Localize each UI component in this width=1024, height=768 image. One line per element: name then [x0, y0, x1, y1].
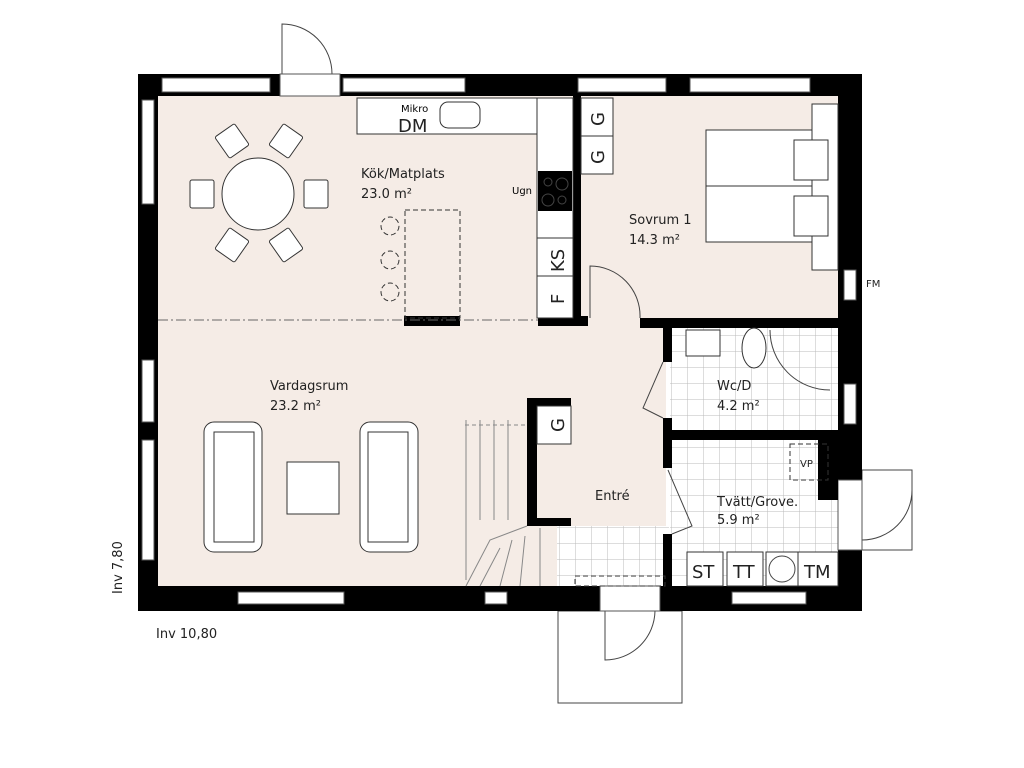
- meter-label: FM: [866, 279, 880, 290]
- entrance-name: Entré: [595, 489, 630, 504]
- floor-entrance-tiles: [557, 526, 669, 586]
- floor-entrance: [570, 320, 666, 530]
- drying-cabinet-label: ST: [692, 562, 715, 583]
- stool: [380, 250, 400, 270]
- living-area: 23.2 m²: [270, 399, 321, 414]
- laundry-appliances: [686, 551, 839, 587]
- interior-walls: [404, 96, 838, 586]
- dishwasher-label: DM: [398, 116, 427, 137]
- wc-name: Wc/D: [717, 379, 751, 394]
- microwave-label: Mikro: [401, 104, 428, 115]
- laundry-area: 5.9 m²: [717, 513, 760, 528]
- washing-machine-label: TM: [803, 562, 831, 583]
- laundry-name: Tvätt/Grove.: [716, 495, 798, 510]
- shoe-shelf: [574, 575, 666, 587]
- kitchen-area: 23.0 m²: [361, 187, 412, 202]
- double-bed: [705, 103, 839, 271]
- kitchen-counter: [356, 97, 574, 319]
- toilet: [741, 327, 767, 369]
- wardrobe-label-2: G: [588, 150, 609, 164]
- front-door-swing: [604, 610, 656, 661]
- fridge-label: KS: [548, 249, 569, 272]
- freezer-label: F: [548, 294, 569, 304]
- width-dimension: Inv 10,80: [156, 627, 217, 642]
- living-name: Vardagsrum: [270, 379, 348, 394]
- heat-pump-label: VP: [800, 459, 813, 470]
- heat-pump: [789, 443, 829, 481]
- wardrobe-label-3: G: [548, 418, 569, 432]
- bedroom-area: 14.3 m²: [629, 233, 680, 248]
- stool: [380, 216, 400, 236]
- kitchen-island: [404, 209, 461, 319]
- stool: [380, 282, 400, 302]
- sink: [685, 329, 721, 357]
- dining-table: [189, 123, 329, 263]
- kitchen-name: Kök/Matplats: [361, 167, 445, 182]
- laundry-door-swing: [667, 469, 693, 535]
- entrance-wardrobe: [536, 405, 572, 445]
- wc-door-swing: [642, 361, 664, 419]
- side-porch: [861, 469, 913, 551]
- front-porch: [557, 610, 683, 704]
- tumble-dryer-label: TT: [732, 562, 756, 583]
- stairs: [465, 420, 541, 587]
- oven-label: Ugn: [512, 186, 532, 197]
- windows: [141, 73, 863, 612]
- wardrobe-label-1: G: [588, 112, 609, 126]
- bedroom-door-swing: [589, 265, 641, 319]
- bedroom-name: Sovrum 1: [629, 213, 692, 228]
- sofas: [203, 421, 419, 553]
- wc-area: 4.2 m²: [717, 399, 760, 414]
- side-door-swing: [861, 489, 913, 541]
- depth-dimension: Inv 7,80: [111, 541, 126, 594]
- wc-inner-swing: [769, 329, 831, 391]
- top-door-swing: [281, 23, 333, 75]
